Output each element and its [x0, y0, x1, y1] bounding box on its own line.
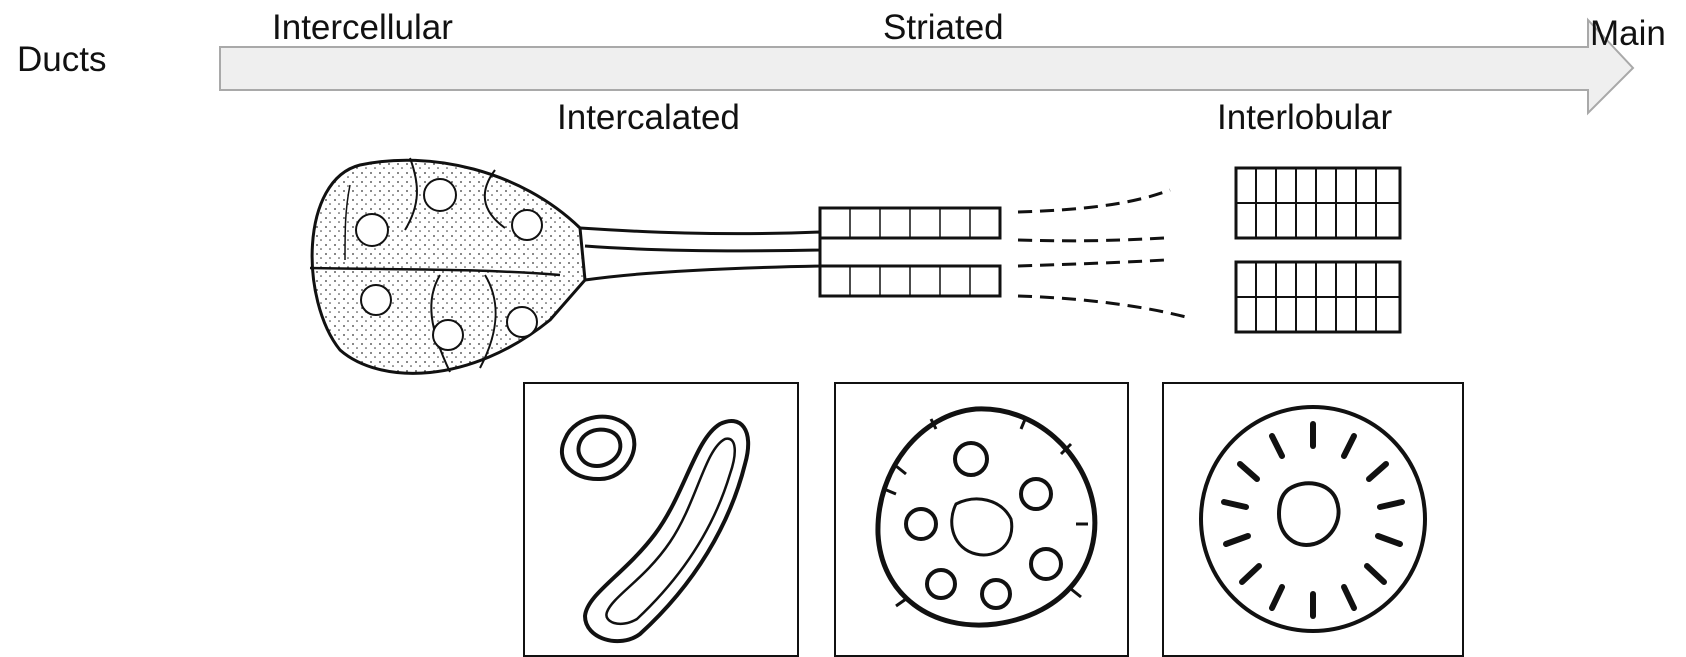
interlobular-duct-section-illustration: [1164, 384, 1462, 655]
striated-duct-section-panel: [834, 382, 1129, 657]
intercalated-duct-section-illustration: [525, 384, 797, 655]
intercellular-label: Intercellular: [272, 10, 453, 45]
interlobular-duct-section-panel: [1162, 382, 1464, 657]
striated-label: Striated: [883, 10, 1004, 45]
striated-duct-section-illustration: [836, 384, 1127, 655]
intercalated-duct-section-panel: [523, 382, 799, 657]
interlobular-label: Interlobular: [1217, 100, 1392, 135]
intercalated-label: Intercalated: [557, 100, 740, 135]
ducts-label: Ducts: [17, 42, 106, 77]
duct-tube: [580, 190, 1190, 318]
interlobular-epithelium: [1236, 168, 1400, 332]
acinus-illustration: [310, 158, 585, 373]
main-label: Main: [1590, 16, 1666, 51]
